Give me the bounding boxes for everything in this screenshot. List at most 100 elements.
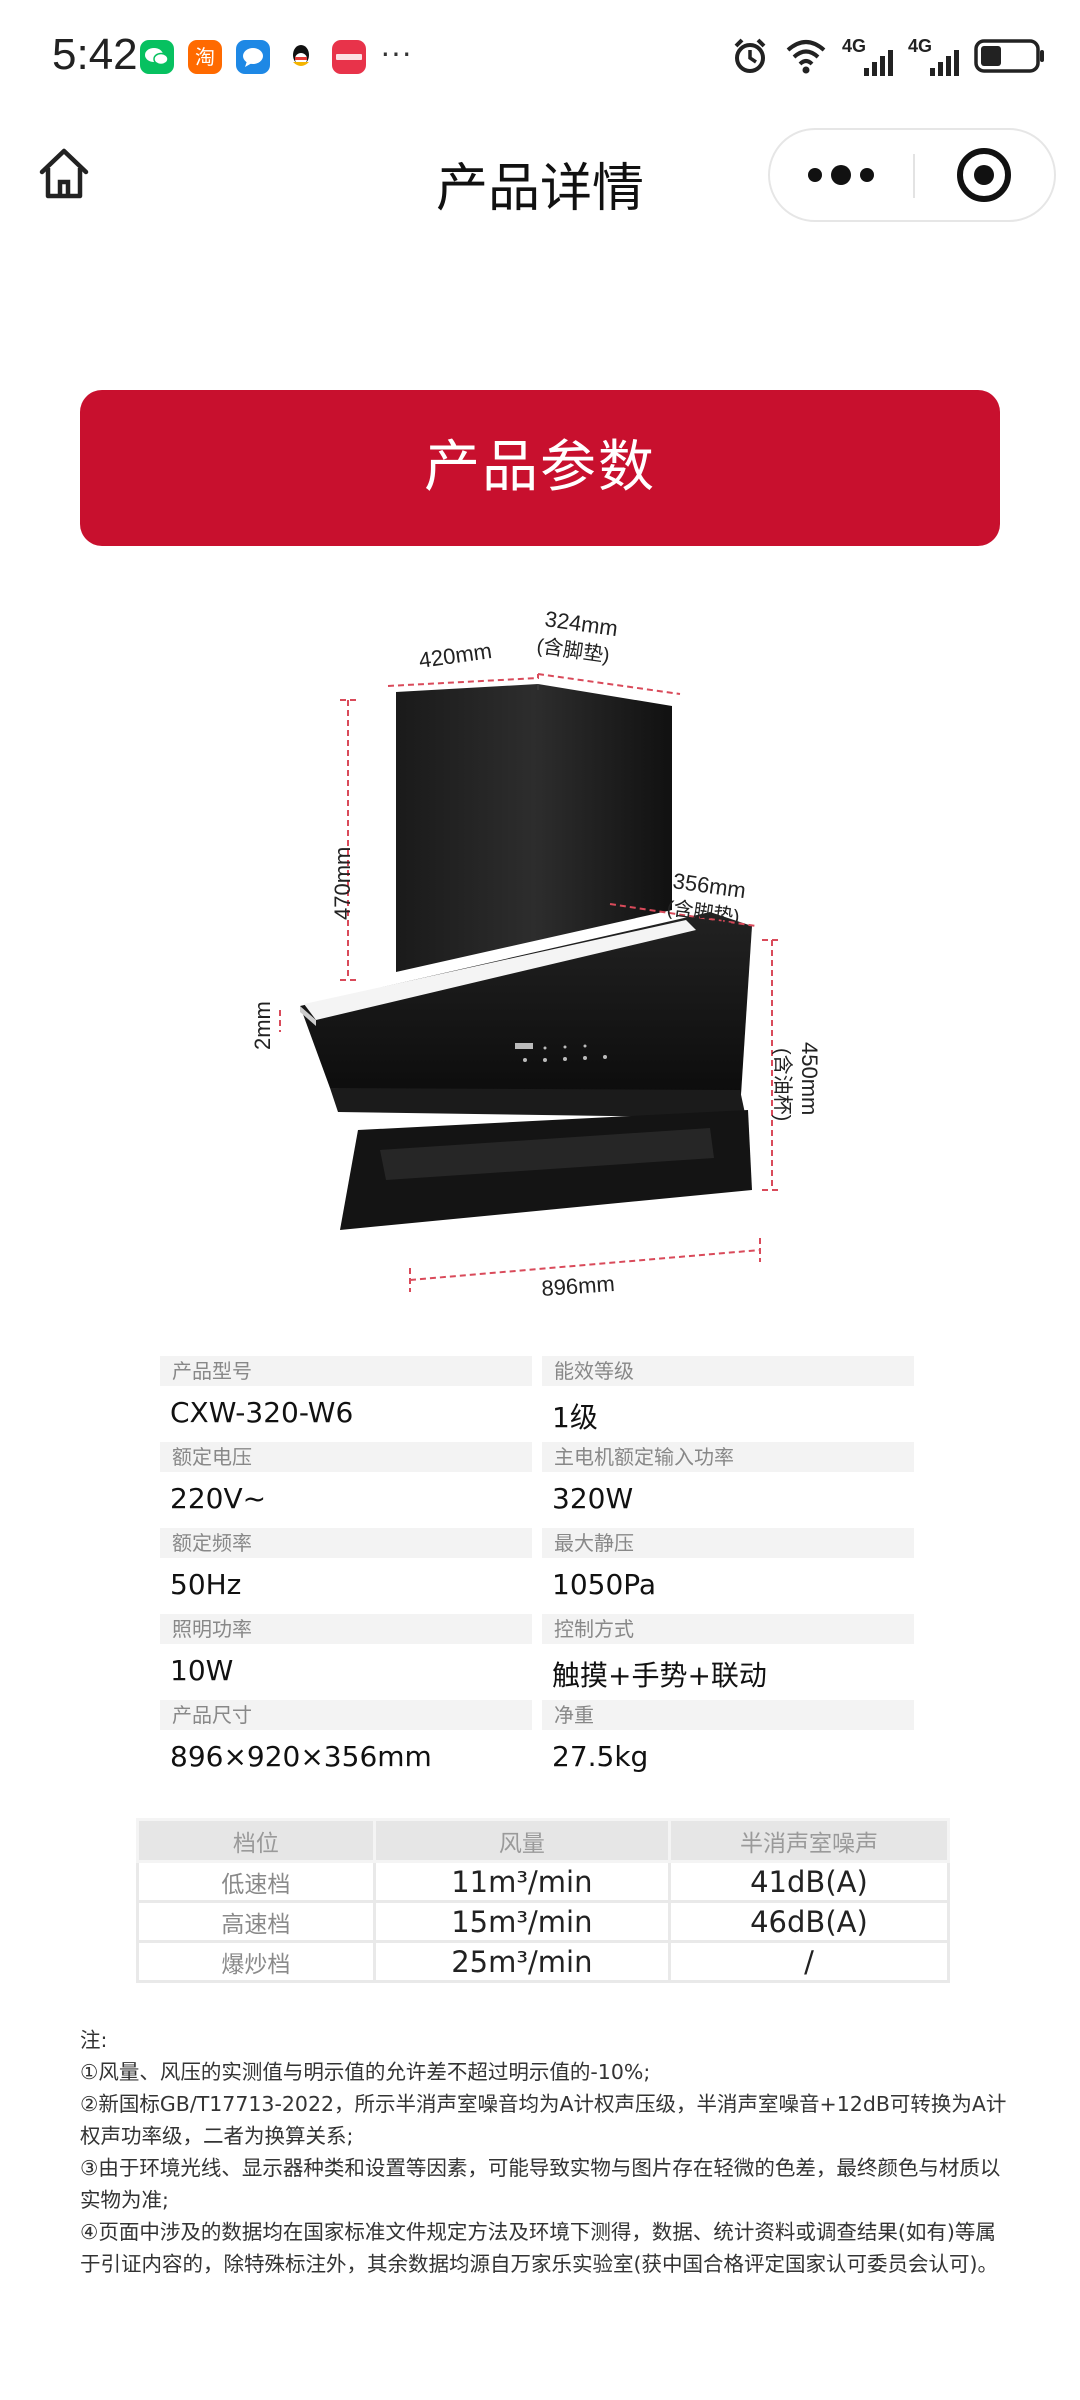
- signal-bars-icon: [930, 50, 959, 76]
- page-title: 产品详情: [435, 159, 644, 219]
- notes-section: 注: ①风量、风压的实测值与明示值的允许差不超过明示值的-10%; ②新国标GB…: [80, 2024, 1010, 2280]
- dim-body-height: 450mm: [797, 1042, 822, 1115]
- dim-top-depth: 324mm: [543, 606, 619, 641]
- spec-cell: 能效等级 1级: [542, 1356, 914, 1442]
- spec-cell: 净重 27.5kg: [542, 1700, 914, 1786]
- product-diagram: 324mm (含脚垫) 420mm 470mm 2mm 356mm (含脚垫) …: [200, 590, 880, 1310]
- spec-row: 额定电压 220V~ 主电机额定输入功率 320W: [160, 1442, 920, 1528]
- spec-value: 50Hz: [170, 1568, 242, 1601]
- battery-icon: [974, 39, 1044, 73]
- status-bar: 5:42 淘 ··· 4G 4G: [0, 0, 1080, 110]
- table-row: 低速档 11m³/min 41dB(A): [136, 1860, 951, 1903]
- cell-noise: 46dB(A): [667, 1900, 951, 1943]
- table-header-row: 档位 风量 半消声室噪声: [136, 1818, 951, 1863]
- spec-value: 1级: [552, 1401, 598, 1434]
- hood-panel-shape: [300, 912, 752, 1110]
- signal-1: 4G: [842, 36, 894, 76]
- dim-top-depth-note: (含脚垫): [535, 634, 611, 667]
- spec-grid: 产品型号 CXW-320-W6 能效等级 1级 额定电压 220V~ 主电机额定…: [160, 1356, 920, 1786]
- params-banner: 产品参数: [80, 390, 1000, 546]
- network-label-2: 4G: [908, 36, 933, 56]
- status-more-icon: ···: [380, 34, 412, 70]
- spec-value: 10W: [170, 1654, 234, 1687]
- nav-bar: 产品详情: [0, 110, 1080, 240]
- cell-noise: 41dB(A): [667, 1860, 951, 1903]
- signal-bars-icon: [864, 50, 893, 76]
- header-level: 档位: [136, 1818, 376, 1863]
- dim-height: 470mm: [330, 847, 355, 920]
- messages-icon: [236, 40, 270, 74]
- spec-value: 1050Pa: [552, 1568, 657, 1601]
- more-button[interactable]: [770, 130, 912, 220]
- cell-airflow: 15m³/min: [372, 1900, 671, 1943]
- spec-value: 896×920×356mm: [170, 1740, 432, 1773]
- spec-value: 320W: [552, 1482, 634, 1515]
- close-miniprogram-button[interactable]: [916, 130, 1056, 220]
- control-panel: [515, 1043, 607, 1062]
- home-button[interactable]: [34, 144, 94, 204]
- spec-value: 触摸+手势+联动: [552, 1659, 767, 1692]
- capsule-divider: [913, 154, 915, 198]
- network-label-1: 4G: [842, 36, 867, 56]
- home-icon: [39, 148, 89, 199]
- spec-cell: 额定电压 220V~: [160, 1442, 532, 1528]
- wifi-icon: [786, 40, 826, 74]
- chimney-shape: [396, 684, 672, 972]
- header-airflow: 风量: [372, 1818, 671, 1863]
- spec-label: 照明功率: [160, 1614, 532, 1644]
- note-item: ③由于环境光线、显示器种类和设置等因素，可能导致实物与图片存在轻微的色差，最终颜…: [80, 2156, 1001, 2212]
- qq-icon: [284, 40, 318, 74]
- table-row: 高速档 15m³/min 46dB(A): [136, 1900, 951, 1943]
- wechat-icon: [140, 40, 174, 74]
- spec-cell: 照明功率 10W: [160, 1614, 532, 1700]
- cell-noise: /: [667, 1940, 951, 1983]
- miniprogram-capsule: [768, 128, 1056, 222]
- notes-title: 注:: [80, 2028, 108, 2052]
- cell-level: 高速档: [136, 1900, 376, 1943]
- header-noise: 半消声室噪声: [667, 1818, 951, 1863]
- more-dots-icon: [808, 165, 874, 185]
- spec-row: 照明功率 10W 控制方式 触摸+手势+联动: [160, 1614, 920, 1700]
- spec-row: 额定频率 50Hz 最大静压 1050Pa: [160, 1528, 920, 1614]
- target-close-icon: [957, 148, 1011, 202]
- spec-label: 额定频率: [160, 1528, 532, 1558]
- spec-cell: 额定频率 50Hz: [160, 1528, 532, 1614]
- cell-airflow: 11m³/min: [372, 1860, 671, 1903]
- note-item: ④页面中涉及的数据均在国家标准文件规定方法及环境下测得，数据、统计资料或调查结果…: [80, 2220, 998, 2276]
- spec-value: 27.5kg: [552, 1740, 649, 1773]
- spec-cell: 控制方式 触摸+手势+联动: [542, 1614, 914, 1700]
- dim-body-height-note: (含油杯): [771, 1048, 794, 1121]
- spec-label: 净重: [542, 1700, 914, 1730]
- dim-panel-depth: 356mm: [671, 868, 747, 903]
- spec-value: CXW-320-W6: [170, 1396, 354, 1429]
- spec-value: 220V~: [170, 1482, 267, 1515]
- spec-label: 能效等级: [542, 1356, 914, 1386]
- dim-total-width: 896mm: [541, 1271, 616, 1301]
- spec-label: 额定电压: [160, 1442, 532, 1472]
- status-right: 4G 4G: [730, 34, 1046, 78]
- dim-gap: 2mm: [250, 1001, 275, 1050]
- spec-cell: 产品型号 CXW-320-W6: [160, 1356, 532, 1442]
- alarm-icon: [734, 38, 766, 73]
- spec-cell: 最大静压 1050Pa: [542, 1528, 914, 1614]
- spec-label: 控制方式: [542, 1614, 914, 1644]
- note-item: ②新国标GB/T17713-2022，所示半消声室噪音均为A计权声压级，半消声室…: [80, 2092, 1007, 2148]
- dim-top-width: 420mm: [417, 638, 493, 673]
- spec-cell: 主电机额定输入功率 320W: [542, 1442, 914, 1528]
- taobao-icon: 淘: [188, 40, 222, 74]
- huawei-icon: [332, 40, 366, 74]
- table-row: 爆炒档 25m³/min /: [136, 1940, 951, 1983]
- cell-airflow: 25m³/min: [372, 1940, 671, 1983]
- status-time: 5:42: [52, 30, 138, 79]
- light-strip: [304, 920, 696, 1020]
- note-item: ①风量、风压的实测值与明示值的允许差不超过明示值的-10%;: [80, 2060, 651, 2084]
- lower-flap: [330, 1088, 746, 1118]
- spec-row: 产品尺寸 896×920×356mm 净重 27.5kg: [160, 1700, 920, 1786]
- cell-level: 爆炒档: [136, 1940, 376, 1983]
- range-hood-illustration: 324mm (含脚垫) 420mm 470mm 2mm 356mm (含脚垫) …: [250, 606, 822, 1301]
- spec-row: 产品型号 CXW-320-W6 能效等级 1级: [160, 1356, 920, 1442]
- spec-label: 最大静压: [542, 1528, 914, 1558]
- signal-2: 4G: [908, 36, 960, 76]
- spec-label: 主电机额定输入功率: [542, 1442, 914, 1472]
- spec-label: 产品型号: [160, 1356, 532, 1386]
